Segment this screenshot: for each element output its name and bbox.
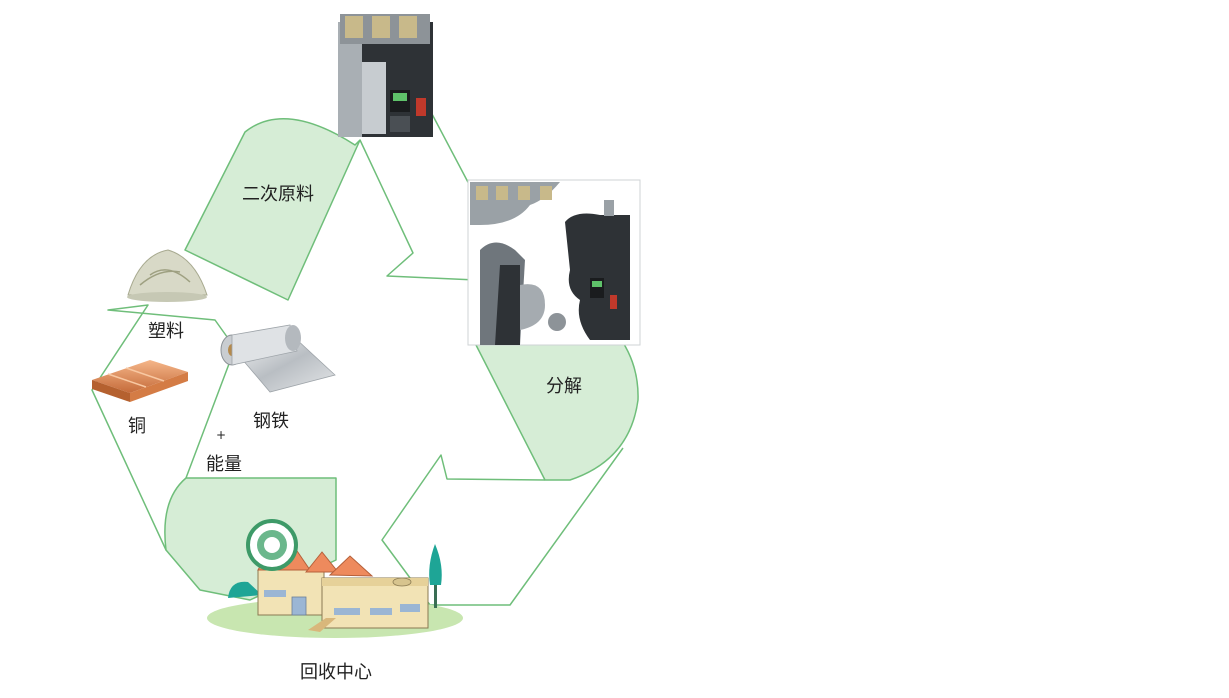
disassembled-breaker-image xyxy=(467,179,641,346)
arrow-right-outline xyxy=(381,447,624,606)
label-recycling-center: 回收中心 xyxy=(300,662,372,683)
label-secondary-raw-material: 二次原料 xyxy=(242,184,314,205)
label-plastic: 塑料 xyxy=(148,321,184,342)
copper-bars-image xyxy=(92,360,188,402)
label-steel: 钢铁 xyxy=(253,411,289,432)
label-copper: 铜 xyxy=(128,416,146,437)
respect-environment-stamp xyxy=(246,519,298,571)
label-energy: 能量 xyxy=(206,454,242,475)
circuit-breaker-image xyxy=(338,14,433,137)
steel-coil-image xyxy=(220,324,336,393)
label-disassembly: 分解 xyxy=(546,376,582,397)
arrow-top-outline xyxy=(359,113,487,281)
recycling-center-image xyxy=(207,519,463,638)
arrow-top-filled xyxy=(184,117,361,301)
plastic-pile-image xyxy=(127,249,208,302)
label-plus: + xyxy=(216,428,227,442)
